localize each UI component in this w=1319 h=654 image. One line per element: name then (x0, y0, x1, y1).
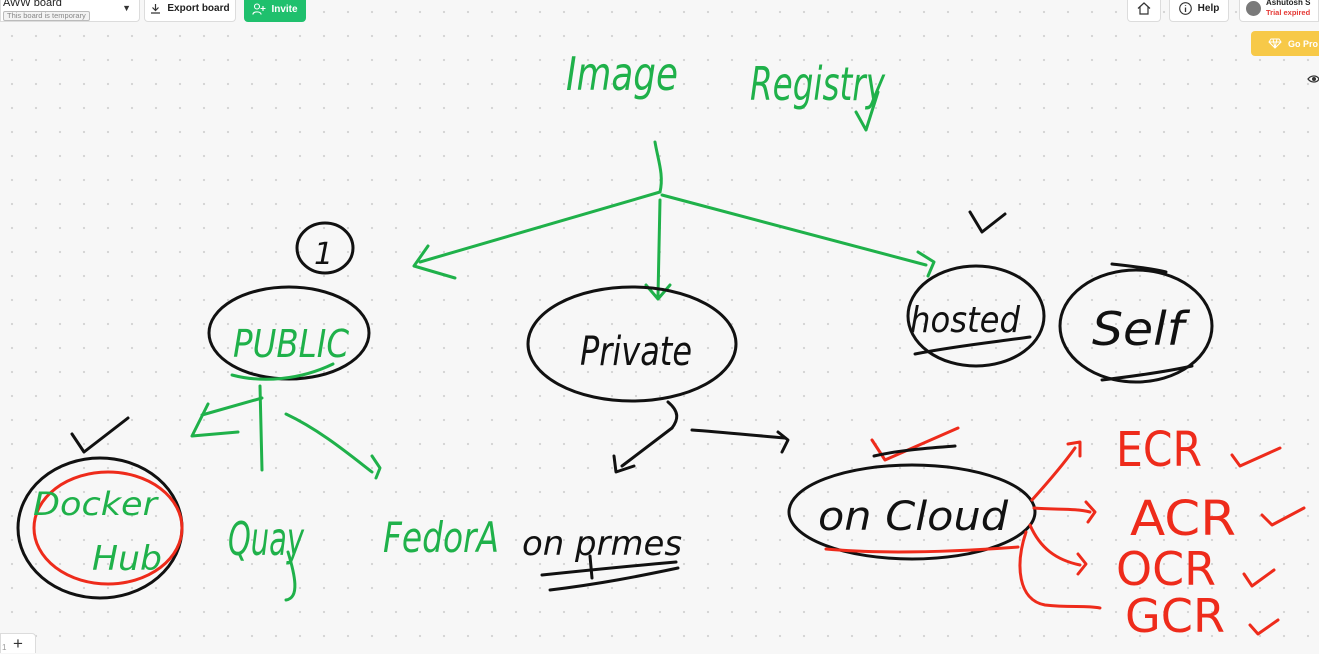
diamond-icon (1268, 38, 1282, 49)
user-menu[interactable]: Ashutosh S Trial expired (1239, 0, 1319, 22)
public-label: PUBLIC (233, 322, 349, 366)
title-registry: Registry (750, 57, 886, 111)
go-pro-button[interactable]: Go Pro (1251, 31, 1319, 56)
hosted-ellipse (906, 264, 1046, 368)
arrowhead-cloud (776, 430, 790, 454)
ecr-check (1230, 446, 1282, 468)
ocr-label: OCR (1116, 542, 1216, 596)
arrowhead-ocr (1076, 552, 1088, 576)
private-ellipse (526, 285, 738, 403)
board-name: AWW board (3, 0, 62, 9)
gcr-check (1248, 618, 1280, 636)
help-button[interactable]: Help (1169, 0, 1229, 22)
branch-to-hosted (660, 193, 928, 267)
home-icon (1137, 2, 1151, 15)
arrowhead-ecr (1066, 440, 1082, 458)
premises-underline-2 (548, 566, 680, 592)
eye-icon[interactable] (1307, 72, 1319, 86)
export-board-button[interactable]: Export board (144, 0, 236, 22)
branch-ocr (1028, 523, 1082, 567)
public-underline (230, 362, 335, 381)
docker-label-line1: Docker (33, 485, 159, 523)
branch-ecr (1030, 446, 1077, 502)
premises-stroke (588, 554, 594, 580)
premises-underline-1 (540, 560, 678, 577)
quay-tail (284, 550, 297, 602)
branch-to-private (656, 198, 662, 298)
top-left-toolbar: AWW board This board is temporary ▼ Expo… (0, 0, 306, 22)
docker-red-circle (32, 470, 184, 586)
private-label: Private (580, 329, 692, 375)
temporary-board-badge: This board is temporary (3, 11, 90, 21)
arrowhead-acr (1084, 500, 1097, 524)
title-checkmark (854, 90, 880, 132)
public-branch-fedora (284, 412, 374, 474)
private-branch-cloud (690, 428, 787, 440)
title-image: Image (566, 47, 678, 101)
invite-label: Invite (271, 3, 298, 15)
page-number: 1 (2, 643, 7, 652)
acr-check (1260, 506, 1306, 527)
user-name: Ashutosh S (1266, 0, 1311, 7)
self-underline (1100, 364, 1194, 382)
arrowhead-docker (190, 402, 240, 438)
info-icon (1178, 2, 1192, 15)
self-overline (1110, 262, 1168, 274)
private-branch-stem (666, 400, 679, 430)
branch-stem (653, 140, 663, 194)
hosted-label: hosted (910, 300, 1021, 341)
download-icon (151, 4, 161, 14)
arrowhead-fedora (370, 454, 382, 480)
help-label: Help (1197, 3, 1220, 14)
home-button[interactable] (1127, 0, 1161, 22)
arrowhead-premises (612, 454, 636, 474)
chevron-down-icon[interactable]: ▼ (122, 3, 131, 13)
cloud-black-check (872, 444, 957, 458)
label-one: 1 (314, 237, 333, 272)
ocr-check (1242, 568, 1276, 588)
on-cloud-ellipse (787, 463, 1037, 561)
gcr-label: GCR (1125, 589, 1225, 643)
arrowhead-hosted (916, 250, 936, 278)
add-page-button[interactable]: + (0, 633, 36, 653)
public-branch-docker (200, 396, 264, 417)
self-ellipse (1058, 268, 1214, 384)
arrowhead-public (412, 244, 457, 280)
docker-check (70, 416, 130, 454)
docker-label-line2: Hub (92, 539, 162, 579)
quay-label: Quay (228, 512, 304, 566)
add-user-icon (252, 3, 266, 15)
branch-to-public (418, 190, 662, 264)
board-selector[interactable]: AWW board This board is temporary ▼ (0, 0, 140, 22)
branch-acr (1032, 506, 1092, 514)
on-premises-label: on prmes (522, 524, 682, 564)
on-cloud-label: on Cloud (818, 494, 1009, 540)
fedora-label: FedorA (383, 513, 499, 562)
on-cloud-underline (824, 545, 1020, 554)
invite-button[interactable]: Invite (244, 0, 306, 22)
top-right-toolbar: Help Ashutosh S Trial expired (1127, 0, 1319, 22)
hosted-underline (913, 335, 1032, 356)
cloud-red-check (870, 426, 960, 462)
private-branch-premises (620, 426, 674, 468)
export-board-label: Export board (167, 3, 230, 14)
branch-gcr (1018, 530, 1102, 610)
avatar (1246, 1, 1261, 16)
label-one-circle (295, 221, 355, 275)
trial-status: Trial expired (1266, 8, 1311, 17)
ecr-label: ECR (1116, 422, 1202, 478)
hosted-check (968, 210, 1007, 234)
acr-label: ACR (1130, 491, 1236, 547)
go-pro-label: Go Pro (1288, 38, 1319, 49)
self-label: Self (1092, 302, 1190, 356)
